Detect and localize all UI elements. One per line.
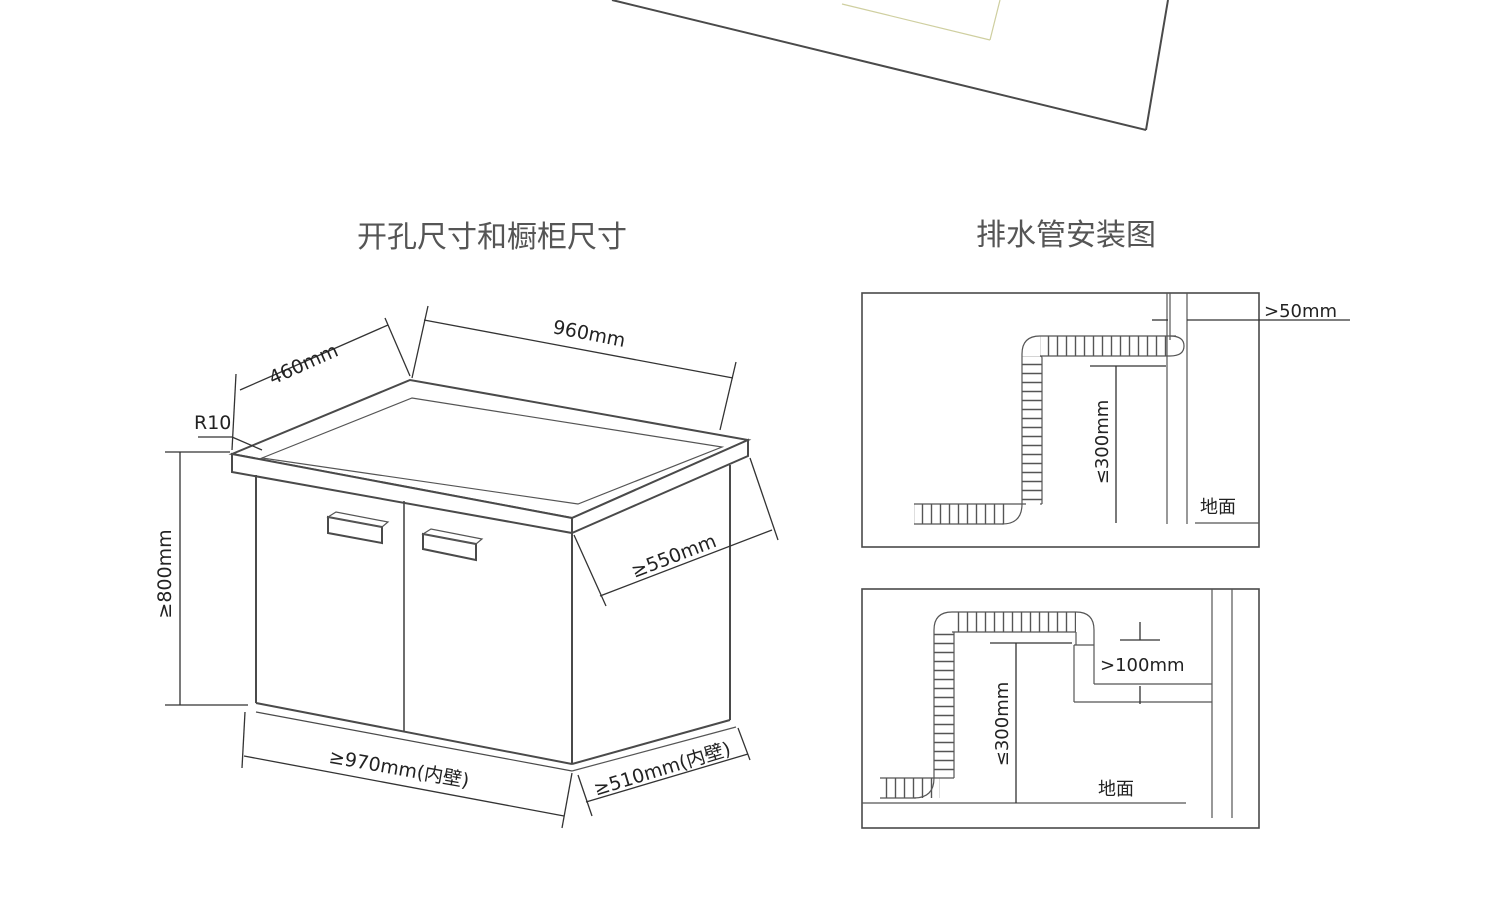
title-drain: 排水管安装图 xyxy=(976,218,1156,253)
drain-diagram-top xyxy=(861,292,1350,548)
label-depth-side: ≥550mm xyxy=(628,530,719,583)
label-drain-bottom-height: ≤300mm xyxy=(992,682,1013,767)
label-height: ≥800mm xyxy=(154,529,176,618)
cabinet-dimensions xyxy=(165,305,779,829)
label-drain-top-height: ≤300mm xyxy=(1092,400,1113,485)
label-wall-gap: >50mm xyxy=(1264,301,1337,322)
label-floor-bottom: 地面 xyxy=(1098,779,1134,800)
product-outline-top xyxy=(611,0,1169,131)
label-gap-bottom: >100mm xyxy=(1100,655,1185,676)
label-depth-top: 460mm xyxy=(266,340,342,390)
label-floor-top: 地面 xyxy=(1200,497,1236,518)
label-corner-radius: R10 xyxy=(194,412,231,434)
cabinet-drawing xyxy=(228,378,752,772)
title-cabinet: 开孔尺寸和橱柜尺寸 xyxy=(357,220,627,255)
drain-diagram-bottom xyxy=(861,588,1260,829)
